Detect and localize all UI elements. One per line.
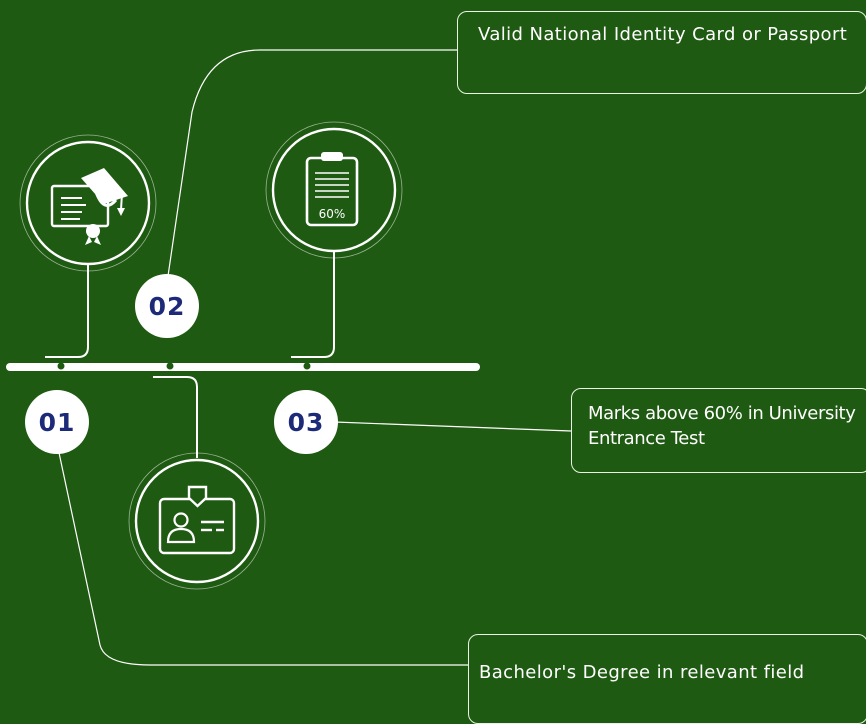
requirement-label-03: Marks above 60% in University Entrance T… bbox=[588, 403, 856, 449]
leader-line-03 bbox=[334, 421, 572, 432]
requirement-box-01: Bachelor's Degree in relevant field bbox=[468, 634, 866, 724]
step-number-01: 01 bbox=[25, 390, 89, 454]
connector-id-card-icon bbox=[153, 376, 198, 458]
leader-line-01 bbox=[57, 447, 468, 666]
graduation-certificate-icon bbox=[19, 134, 157, 272]
leader-line-02 bbox=[167, 49, 457, 277]
step-number-02: 02 bbox=[135, 274, 199, 338]
requirement-label-01: Bachelor's Degree in relevant field bbox=[479, 662, 805, 683]
connector-certificate-icon bbox=[45, 262, 89, 358]
id-card-icon bbox=[128, 452, 266, 590]
connector-clipboard-icon bbox=[291, 248, 335, 358]
timeline-dot bbox=[57, 362, 65, 370]
timeline-dot bbox=[166, 362, 174, 370]
clipboard-percentage-icon: 60% bbox=[265, 121, 403, 259]
requirement-box-03: Marks above 60% in University Entrance T… bbox=[571, 388, 866, 473]
requirement-label-02: Valid National Identity Card or Passport bbox=[478, 24, 848, 45]
timeline-dot bbox=[303, 362, 311, 370]
clipboard-percent-text: 60% bbox=[319, 207, 346, 221]
step-number-03: 03 bbox=[274, 390, 338, 454]
requirement-box-02: Valid National Identity Card or Passport bbox=[457, 11, 866, 94]
